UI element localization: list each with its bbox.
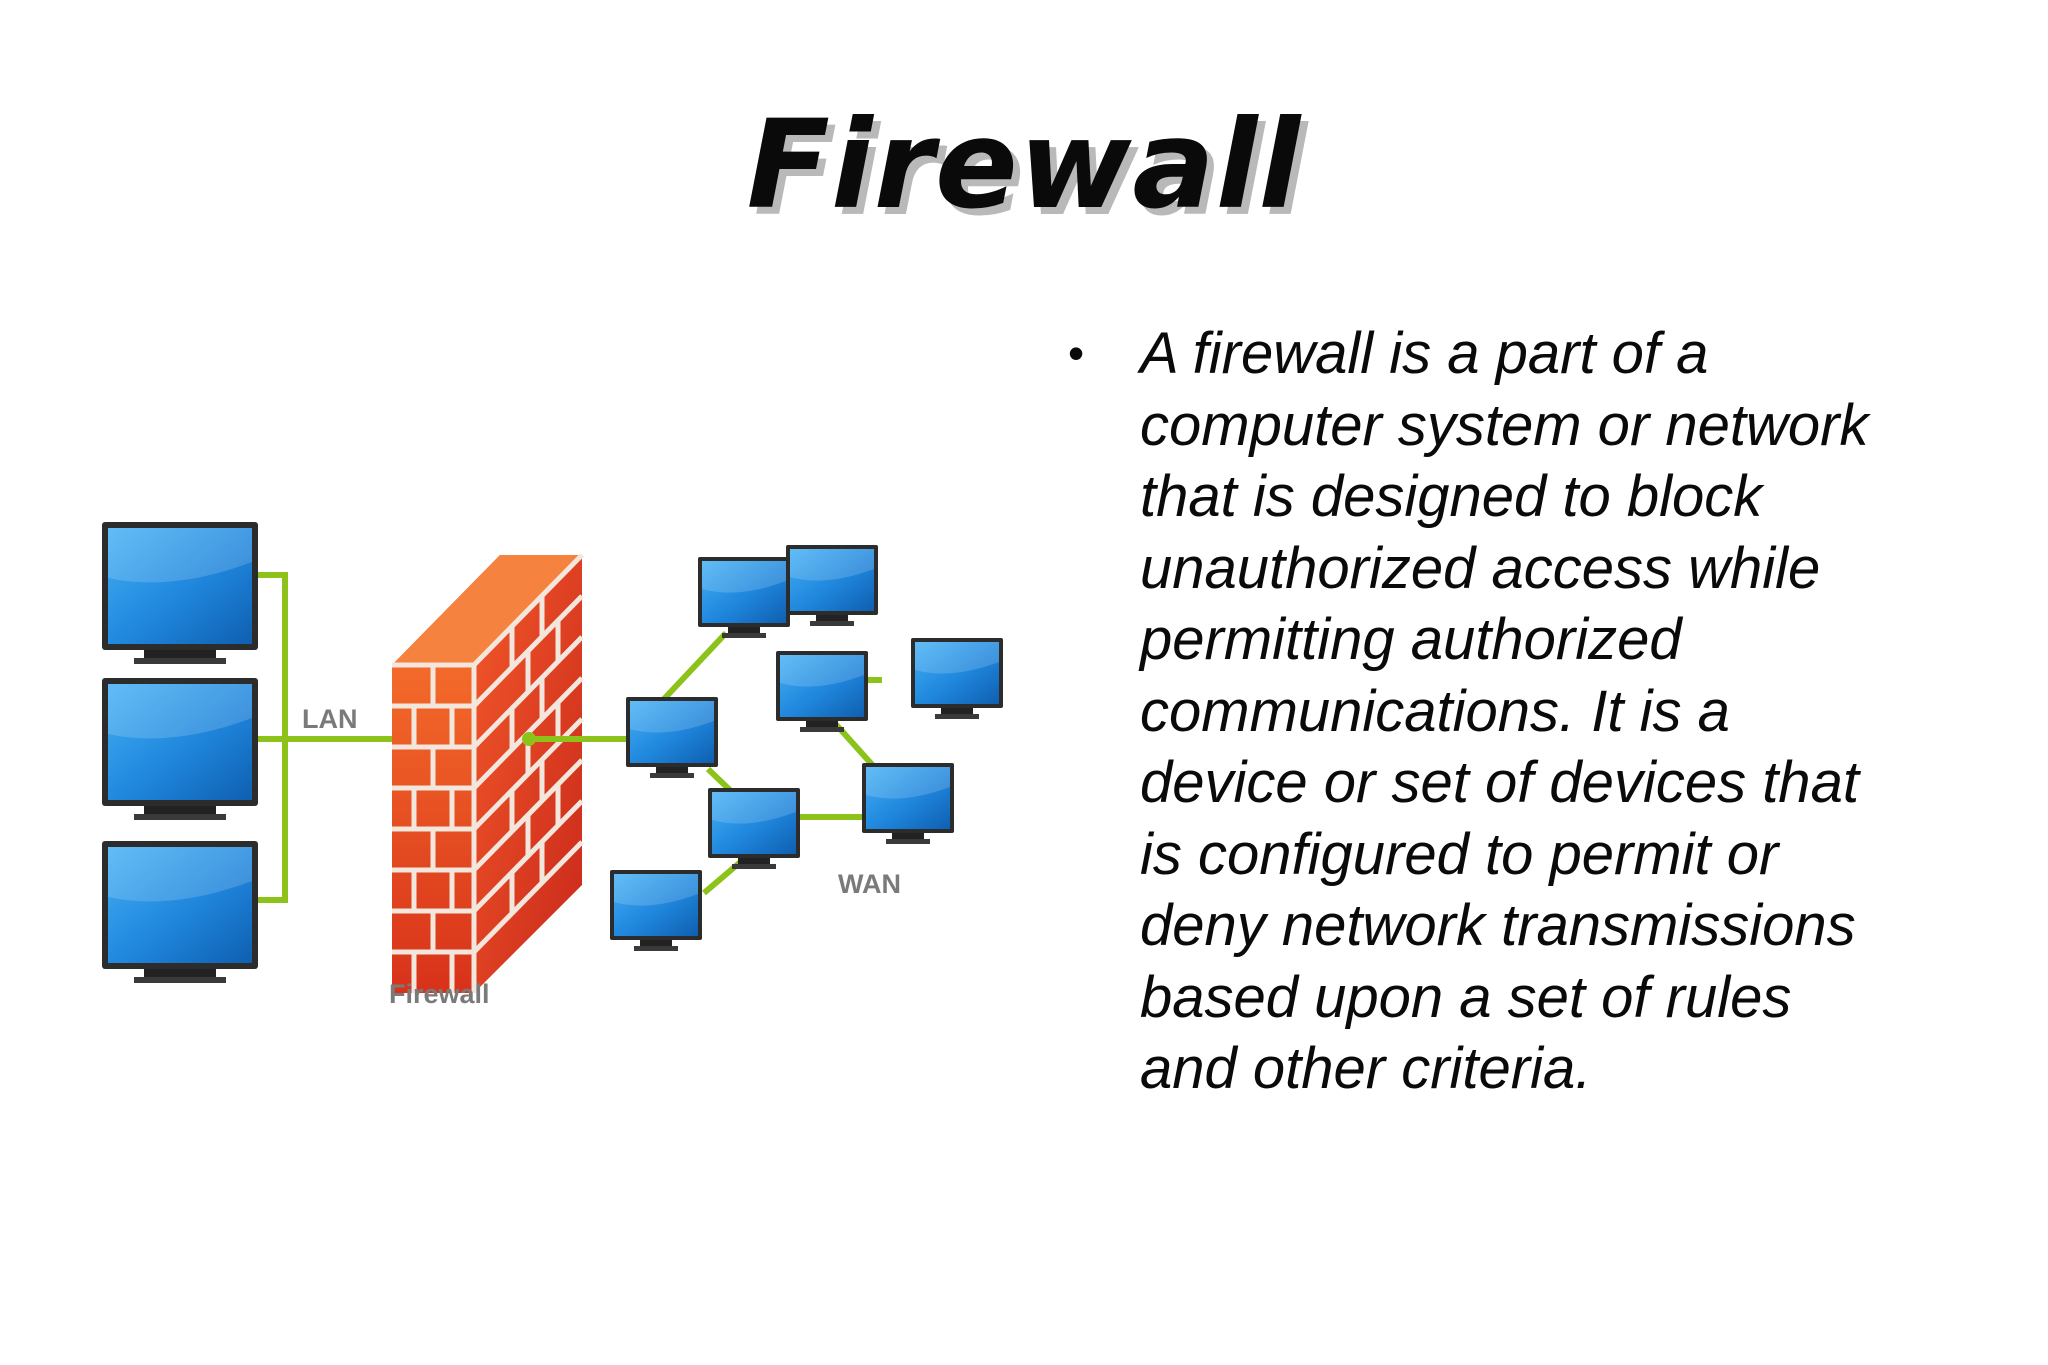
- firewall-label: Firewall: [389, 979, 490, 1009]
- firewall-wall-icon: [392, 553, 584, 993]
- lan-computer-1-icon: [102, 522, 258, 664]
- bullet-list: • A firewall is a part of a computer sys…: [1060, 318, 1980, 1105]
- bullet-dot-icon: •: [1068, 327, 1085, 379]
- firewall-network-diagram: LAN WAN Firewall: [96, 515, 1016, 1015]
- firewall-port-icon: [522, 732, 536, 746]
- wan-computer-3-icon: [786, 545, 878, 626]
- wan-label: WAN: [838, 869, 901, 899]
- lan-computer-2-icon: [102, 678, 258, 820]
- lan-label: LAN: [302, 704, 358, 734]
- wan-computer-6-icon: [708, 788, 800, 869]
- wan-computer-2-icon: [698, 557, 790, 638]
- diagram-svg: LAN WAN Firewall: [102, 522, 1003, 1009]
- wan-computer-5-icon: [911, 638, 1003, 719]
- wan-computer-7-icon: [862, 763, 954, 844]
- lan-computer-3-icon: [102, 841, 258, 983]
- slide-title: Firewall: [746, 94, 1302, 236]
- lan-links: [254, 572, 396, 903]
- wan-computer-8-icon: [610, 870, 702, 951]
- wan-computer-1-icon: [626, 697, 718, 778]
- wan-computer-4-icon: [776, 651, 868, 732]
- bullet-item-text: A firewall is a part of a computer syste…: [1140, 321, 1869, 1101]
